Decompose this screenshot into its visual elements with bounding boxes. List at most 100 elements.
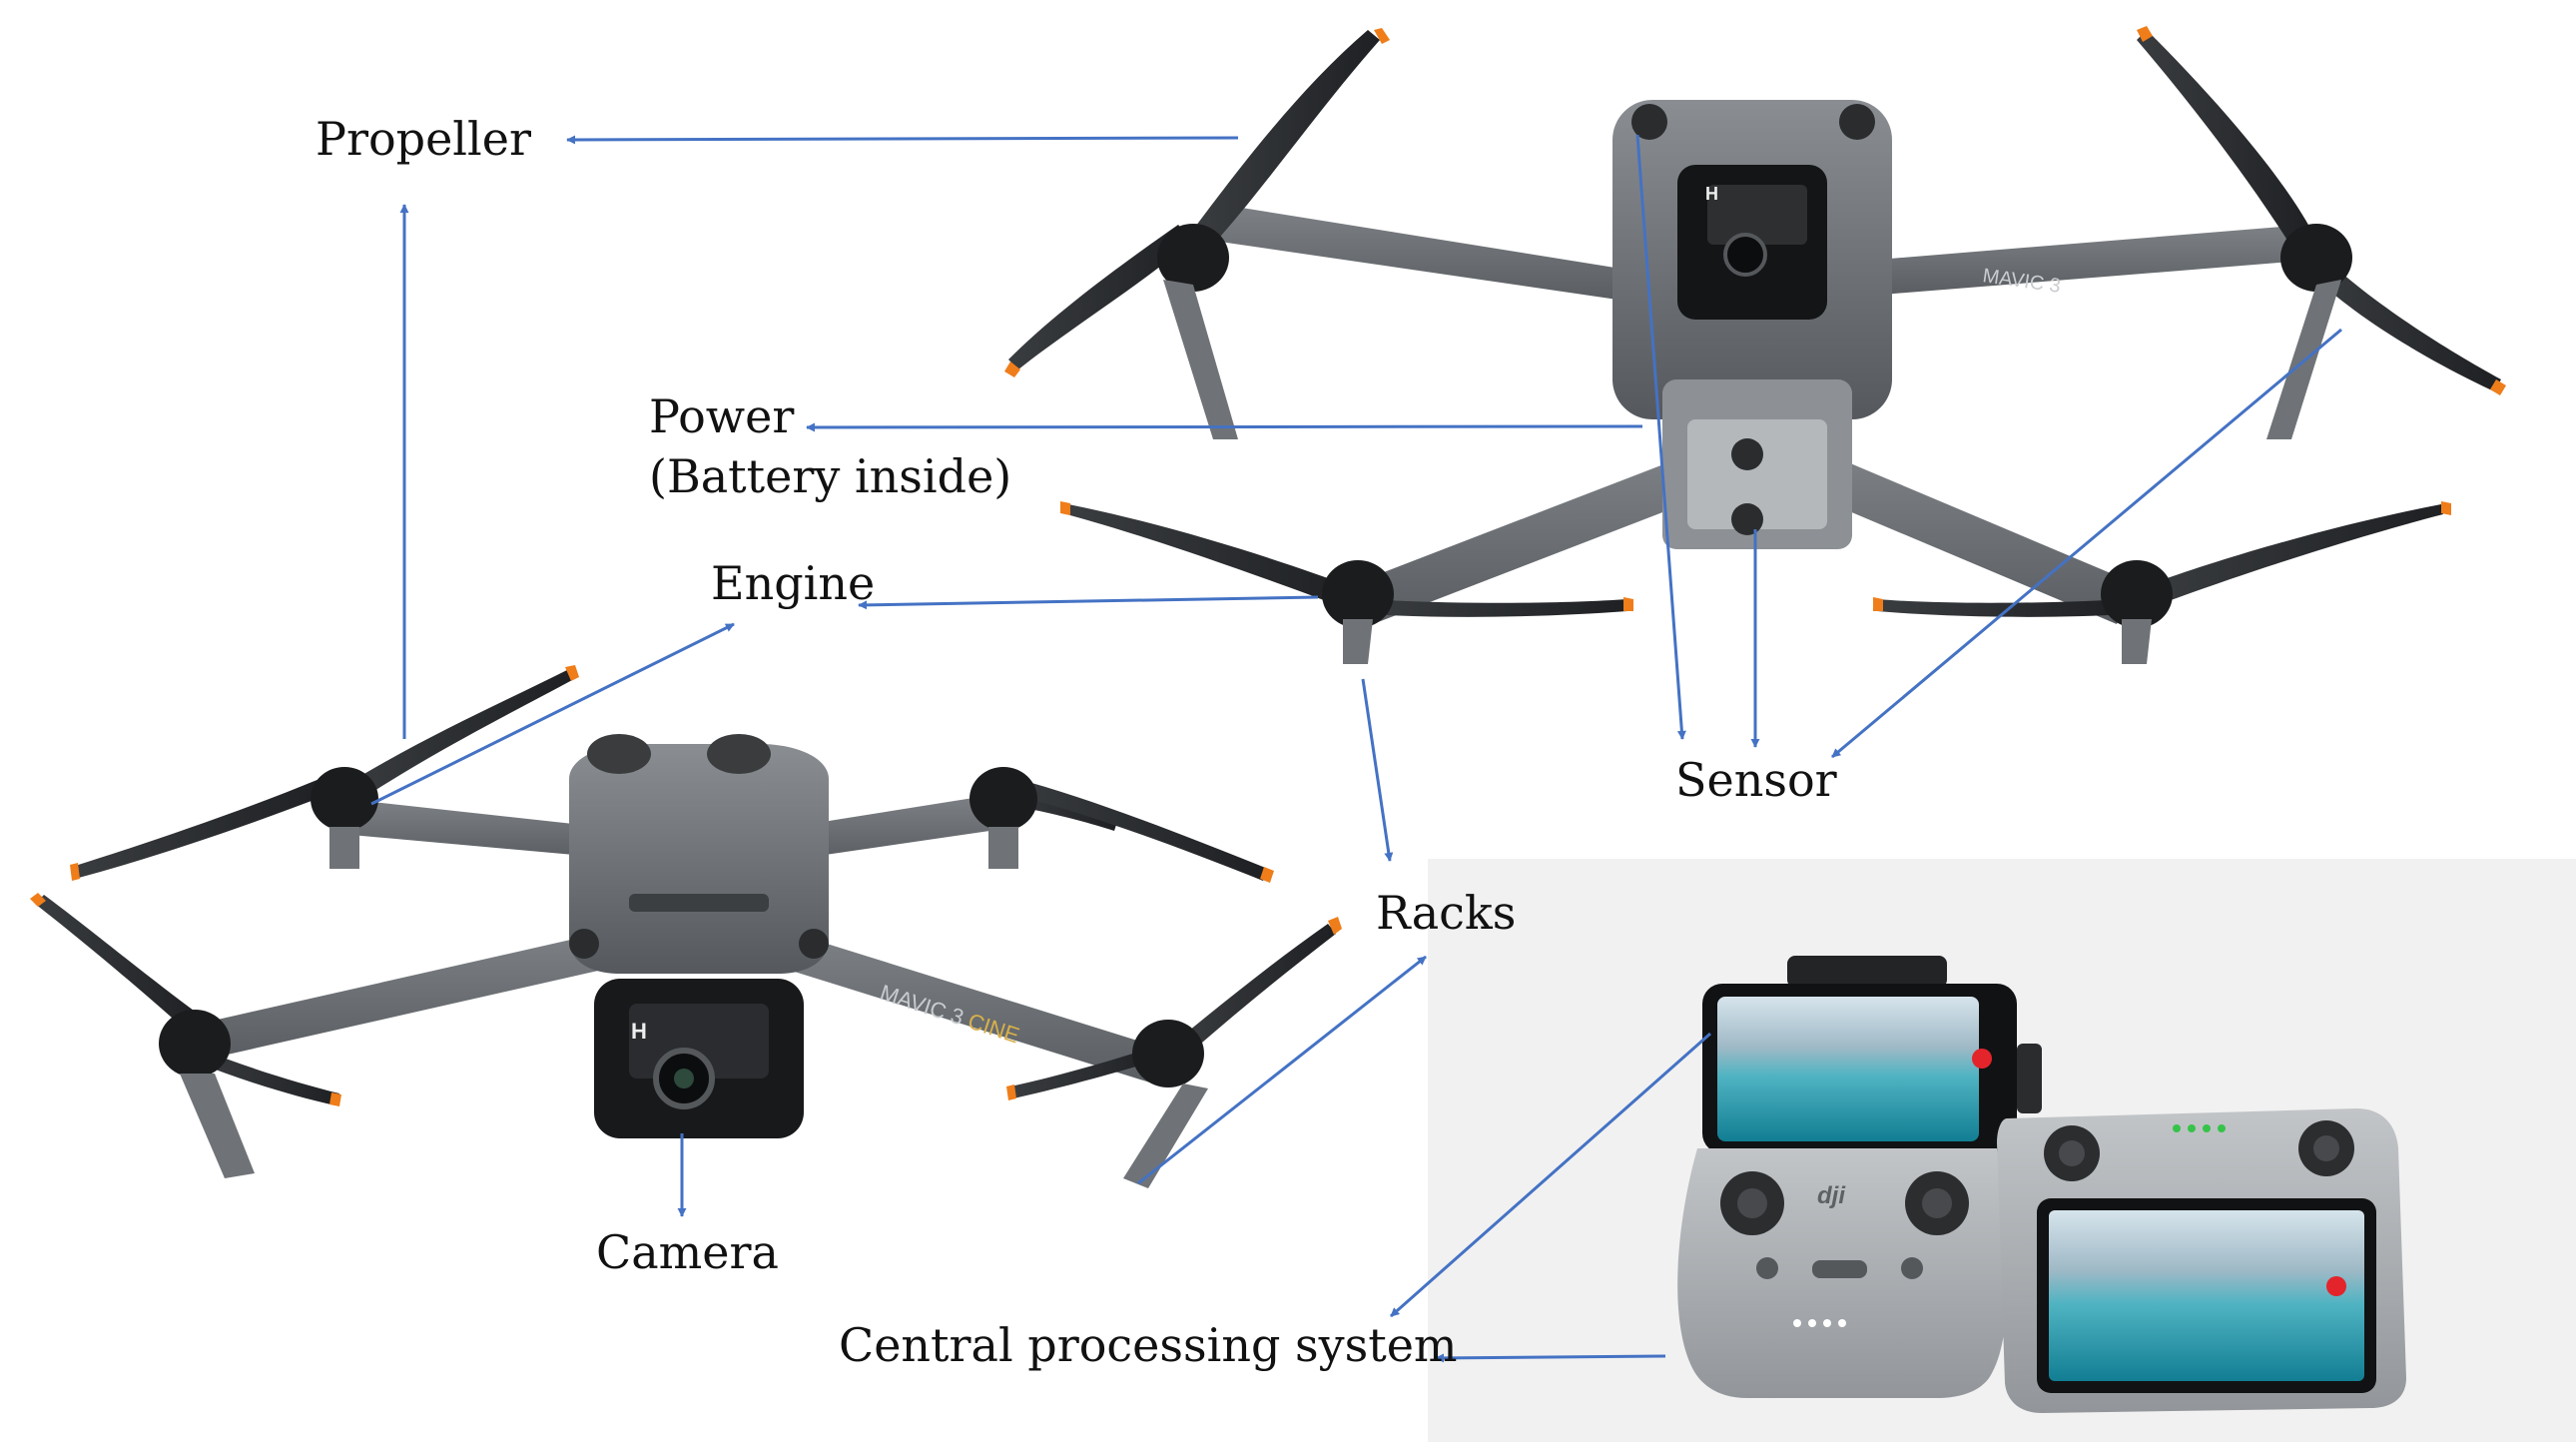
label-racks: Racks [1376, 886, 1517, 940]
propeller-tip [70, 863, 80, 881]
status-led [2218, 1124, 2226, 1132]
hasselblad-mark: H [1705, 184, 1718, 204]
arm-top-left [1206, 205, 1627, 300]
label-power: Power [649, 389, 795, 443]
sensor-lens [1631, 104, 1667, 140]
propeller-tip [1260, 867, 1274, 883]
arrow-propeller-top [566, 135, 1239, 145]
propeller-tip [2490, 379, 2506, 395]
label-power-detail: (Battery inside) [649, 449, 1012, 503]
arrow-power [806, 422, 1643, 432]
arrow-cps-controller [1435, 1353, 1666, 1363]
smart-controller-screen [2049, 1210, 2364, 1381]
motor [1132, 1020, 1204, 1087]
propeller-tip [2441, 501, 2451, 515]
sensor-lens [587, 734, 651, 774]
landing-leg [988, 827, 1018, 869]
propeller-blade [72, 779, 329, 879]
propeller-blade [1066, 504, 1358, 609]
power-button [1901, 1257, 1923, 1279]
sensor-lens [569, 929, 599, 959]
sensor-lens [1731, 438, 1763, 470]
propeller-blade [1173, 924, 1336, 1057]
motor [2280, 224, 2352, 292]
propeller-tip [1623, 597, 1633, 611]
propeller-blade [1008, 225, 1193, 369]
propeller-tip [1004, 361, 1020, 377]
hasselblad-mark: H [631, 1019, 647, 1044]
label-central-processing-system: Central processing system [839, 1318, 1458, 1372]
arm-right-front [769, 929, 1163, 1083]
camera-housing [1707, 185, 1807, 245]
propeller-blade [2137, 504, 2443, 609]
arrow-sensor-right [1831, 328, 2342, 759]
propeller-blade [35, 895, 205, 1034]
motor [159, 1010, 231, 1078]
brand-logo: dji [1817, 1182, 1846, 1209]
status-led [2173, 1124, 2181, 1132]
sensor-lens [1731, 503, 1763, 535]
arrow-engine-top [858, 595, 1319, 610]
record-button-icon [1972, 1049, 1992, 1069]
propeller-blade [1193, 30, 1380, 245]
arrow-racks-top [1361, 678, 1394, 862]
air-vent [629, 894, 769, 912]
status-led [1823, 1319, 1831, 1327]
arm-left-rear [339, 799, 619, 859]
propeller-tip [1328, 917, 1342, 935]
propeller-blade [1010, 1046, 1163, 1098]
motor [1322, 560, 1394, 628]
landing-leg [329, 827, 359, 869]
arrow-cps-phone [1390, 1032, 1711, 1318]
control-stick-cap [2059, 1140, 2085, 1166]
sensor-lens [1839, 104, 1875, 140]
sensor-lens [799, 929, 829, 959]
status-led [2203, 1124, 2211, 1132]
label-sensor: Sensor [1675, 753, 1837, 807]
phone-clamp [1787, 956, 1947, 988]
control-stick-cap [1737, 1188, 1767, 1218]
landing-leg [2122, 619, 2152, 664]
arm-left-front [200, 929, 629, 1059]
landing-leg [1343, 619, 1373, 664]
propeller-tip [1873, 597, 1883, 611]
landing-leg [1163, 280, 1238, 439]
status-led [1808, 1319, 1816, 1327]
label-propeller: Propeller [316, 112, 531, 166]
propeller-tip [329, 1092, 341, 1106]
status-led [2188, 1124, 2196, 1132]
propeller-blade [2306, 250, 2501, 391]
propeller-blade [1877, 599, 2127, 617]
landing-leg [1123, 1083, 1208, 1188]
phone-screen [1717, 997, 1979, 1141]
propeller-tip [30, 893, 46, 907]
sensor-plate [1687, 419, 1827, 529]
arm-right-rear [779, 794, 1003, 861]
camera-lens [1723, 233, 1767, 277]
mode-switch [1812, 1260, 1867, 1278]
controllers-illustration: dji [1677, 956, 2406, 1413]
propeller-tip [1006, 1084, 1016, 1100]
arrow-sensor-left [1635, 134, 1686, 740]
callout-arrows [370, 134, 2342, 1363]
arm-top-right [1877, 225, 2316, 295]
arm-bottom-right [1797, 449, 2137, 624]
status-led [1838, 1319, 1846, 1327]
propeller-blade [339, 669, 574, 804]
motor [2101, 560, 2173, 628]
motor [969, 767, 1037, 831]
drone-bottom-illustration: MAVIC 3 CINE [30, 665, 1342, 1188]
arrow-engine-left [370, 622, 735, 806]
propeller-tip [2137, 26, 2153, 42]
propeller-blade [195, 1049, 339, 1105]
arrow-racks-bottom [1137, 955, 1427, 1185]
control-stick-cap [2313, 1135, 2339, 1161]
propeller-blade [2137, 30, 2316, 255]
sensor-lens [707, 734, 771, 774]
camera-lens-glass [674, 1069, 694, 1088]
motor [1157, 224, 1229, 292]
landing-leg [180, 1074, 255, 1178]
function-button [1756, 1257, 1778, 1279]
